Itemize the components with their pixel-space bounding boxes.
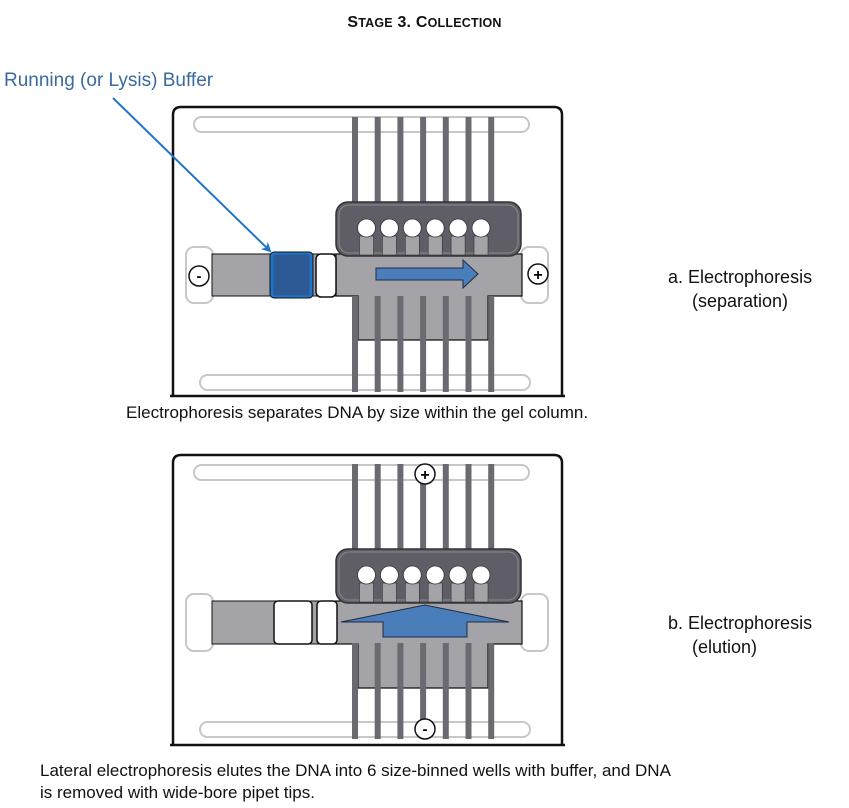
- panel-b-negative-label: -: [423, 721, 428, 738]
- lower-lane: [442, 296, 449, 392]
- panel-b-spacer-2: [316, 600, 338, 645]
- stage-title: STAGE 3. COLLECTION: [347, 14, 502, 31]
- panel-a-apparatus: - +: [112, 97, 565, 398]
- upper-lane: [397, 464, 404, 604]
- well: [471, 565, 491, 585]
- well-channel: [404, 582, 420, 603]
- panel-a-wells: [357, 218, 491, 256]
- upper-lane: [442, 117, 449, 257]
- panel-b-lower-lanes: [352, 643, 495, 739]
- well-channel: [359, 235, 374, 256]
- panel-a-label: a. Electrophoresis (separation): [668, 265, 812, 313]
- well: [379, 218, 399, 238]
- upper-lane: [374, 464, 381, 604]
- panel-a-running-buffer: [270, 251, 313, 299]
- panel-b-arrow-up-icon: [340, 604, 510, 638]
- lower-lane: [488, 296, 495, 392]
- panel-b-caption-line2: is removed with wide-bore pipet tips.: [40, 783, 315, 802]
- well: [425, 565, 445, 585]
- well-channel: [450, 235, 466, 256]
- upper-lane: [465, 464, 472, 604]
- panel-b-label: b. Electrophoresis (elution): [668, 611, 812, 659]
- panel-b-caption: Lateral electrophoresis elutes the DNA i…: [40, 760, 671, 804]
- lower-lane: [420, 296, 427, 392]
- lower-lane: [465, 296, 472, 392]
- panel-b-negative-electrode-icon: [414, 718, 436, 740]
- well: [357, 565, 376, 585]
- panel-a-label-line1: a. Electrophoresis: [668, 267, 813, 287]
- lower-lane: [397, 296, 404, 392]
- panel-b-wells: [357, 565, 491, 603]
- upper-lane: [420, 117, 427, 257]
- well-channel: [427, 235, 443, 256]
- upper-lane: [465, 117, 472, 257]
- panel-a-lanes: [352, 117, 495, 257]
- upper-lane: [374, 117, 381, 257]
- well: [402, 565, 422, 585]
- panel-a-caption: Electrophoresis separates DNA by size wi…: [126, 403, 589, 422]
- lower-lane: [488, 643, 495, 739]
- panel-a-bottom-slot: [199, 374, 531, 391]
- panel-b-positive-electrode-icon: [414, 463, 436, 485]
- lower-lane: [397, 643, 404, 739]
- well-channel: [473, 582, 489, 603]
- upper-lane: [420, 464, 427, 604]
- panel-a-lower-lanes: [352, 296, 495, 392]
- panel-a-spacer: [315, 253, 337, 298]
- panel-b-label-line1: b. Electrophoresis: [668, 613, 813, 633]
- well-channel: [450, 582, 466, 603]
- lower-lane: [465, 643, 472, 739]
- panel-b-right-terminal: [520, 593, 549, 652]
- running-buffer-label: Running (or Lysis) Buffer: [4, 70, 214, 91]
- panel-b-top-slot: [193, 464, 530, 481]
- well: [448, 218, 468, 238]
- well-channel: [382, 582, 397, 603]
- well: [402, 218, 422, 238]
- panel-a-positive-label: +: [533, 267, 542, 284]
- panel-b-bottom-slot: [199, 721, 531, 738]
- panel-a-top-slot: [193, 116, 530, 133]
- panel-a-positive-electrode-icon: [527, 263, 549, 285]
- panel-a-arrow-right-icon: [375, 258, 479, 290]
- panel-b-positive-label: +: [420, 467, 429, 484]
- well-channel: [382, 235, 397, 256]
- well-channel: [427, 582, 443, 603]
- lower-lane: [420, 643, 427, 739]
- upper-lane: [488, 464, 495, 604]
- buffer-pointer-arrow: [112, 97, 272, 253]
- panel-b-label-line2: (elution): [692, 637, 758, 657]
- lower-lane: [352, 296, 358, 392]
- lower-lane: [352, 643, 358, 739]
- well: [357, 218, 376, 238]
- upper-lane: [488, 117, 495, 257]
- well-channel: [359, 582, 374, 603]
- lower-lane: [374, 296, 381, 392]
- lower-lane: [374, 643, 381, 739]
- lower-lane: [442, 643, 449, 739]
- panel-b-lanes: [352, 464, 495, 604]
- upper-lane: [397, 117, 404, 257]
- panel-a-negative-electrode-icon: [188, 265, 210, 287]
- well: [448, 565, 468, 585]
- well: [379, 565, 399, 585]
- well-channel: [473, 235, 489, 256]
- upper-lane: [352, 464, 358, 604]
- well-channel: [404, 235, 420, 256]
- well: [471, 218, 491, 238]
- panel-b-spacer-1: [273, 600, 313, 645]
- upper-lane: [442, 464, 449, 604]
- panel-a-negative-label: -: [197, 268, 202, 285]
- panel-a-label-line2: (separation): [692, 291, 789, 311]
- panel-b-caption-line1: Lateral electrophoresis elutes the DNA i…: [40, 761, 671, 780]
- panel-b-left-terminal: [185, 593, 214, 652]
- panel-b-apparatus: + -: [170, 453, 565, 747]
- well: [425, 218, 445, 238]
- upper-lane: [352, 117, 358, 257]
